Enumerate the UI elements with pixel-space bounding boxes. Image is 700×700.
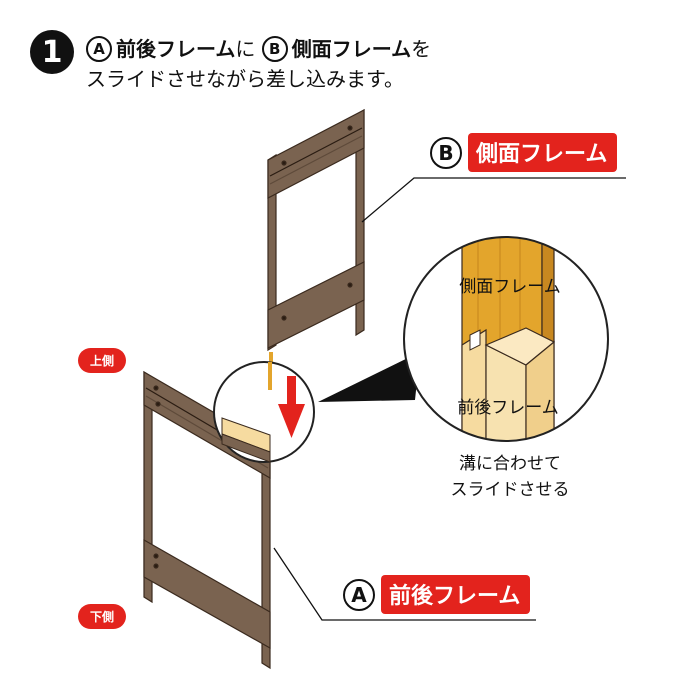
connector-text: に: [235, 37, 256, 61]
zoom-caption-line-1: 溝に合わせて: [459, 454, 561, 474]
leader-line-b: [361, 177, 626, 223]
step-number-badge: 1: [30, 30, 74, 74]
step-number: 1: [41, 34, 63, 70]
callout-b-icon: B: [430, 136, 462, 169]
side-frame-b-illustration: [267, 108, 365, 352]
zoom-caption: 溝に合わせて スライドさせる: [440, 451, 580, 503]
zoom-label-front-back-frame: 前後フレーム: [457, 398, 559, 418]
callout-front-back-frame: A 前後フレーム: [343, 575, 531, 614]
top-side-badge: 上側: [78, 348, 126, 373]
zoom-caption-line-2: スライドさせる: [450, 480, 570, 500]
callout-a-icon: A: [343, 578, 375, 611]
zoom-pointer: [318, 352, 420, 402]
zoom-label-side-frame: 側面フレーム: [459, 277, 561, 297]
part-a-name: 前後フレーム: [116, 37, 236, 61]
marker-a-icon: A: [86, 36, 112, 62]
part-b-name: 側面フレーム: [291, 37, 412, 61]
callout-side-frame: B 側面フレーム: [430, 133, 618, 172]
down-arrow-icon: [278, 376, 305, 438]
instruction-line-2: スライドさせながら差し込みます。: [86, 67, 404, 91]
callout-side-frame-label: 側面フレーム: [468, 133, 618, 172]
detail-magnifier: [213, 361, 315, 463]
instruction-tail: を: [411, 37, 432, 61]
zoom-detail-circle: [403, 236, 609, 442]
bottom-side-badge: 下側: [78, 604, 126, 629]
callout-front-back-frame-label: 前後フレーム: [381, 575, 531, 614]
leader-line-a: [273, 547, 536, 621]
marker-b-icon: B: [261, 36, 288, 62]
